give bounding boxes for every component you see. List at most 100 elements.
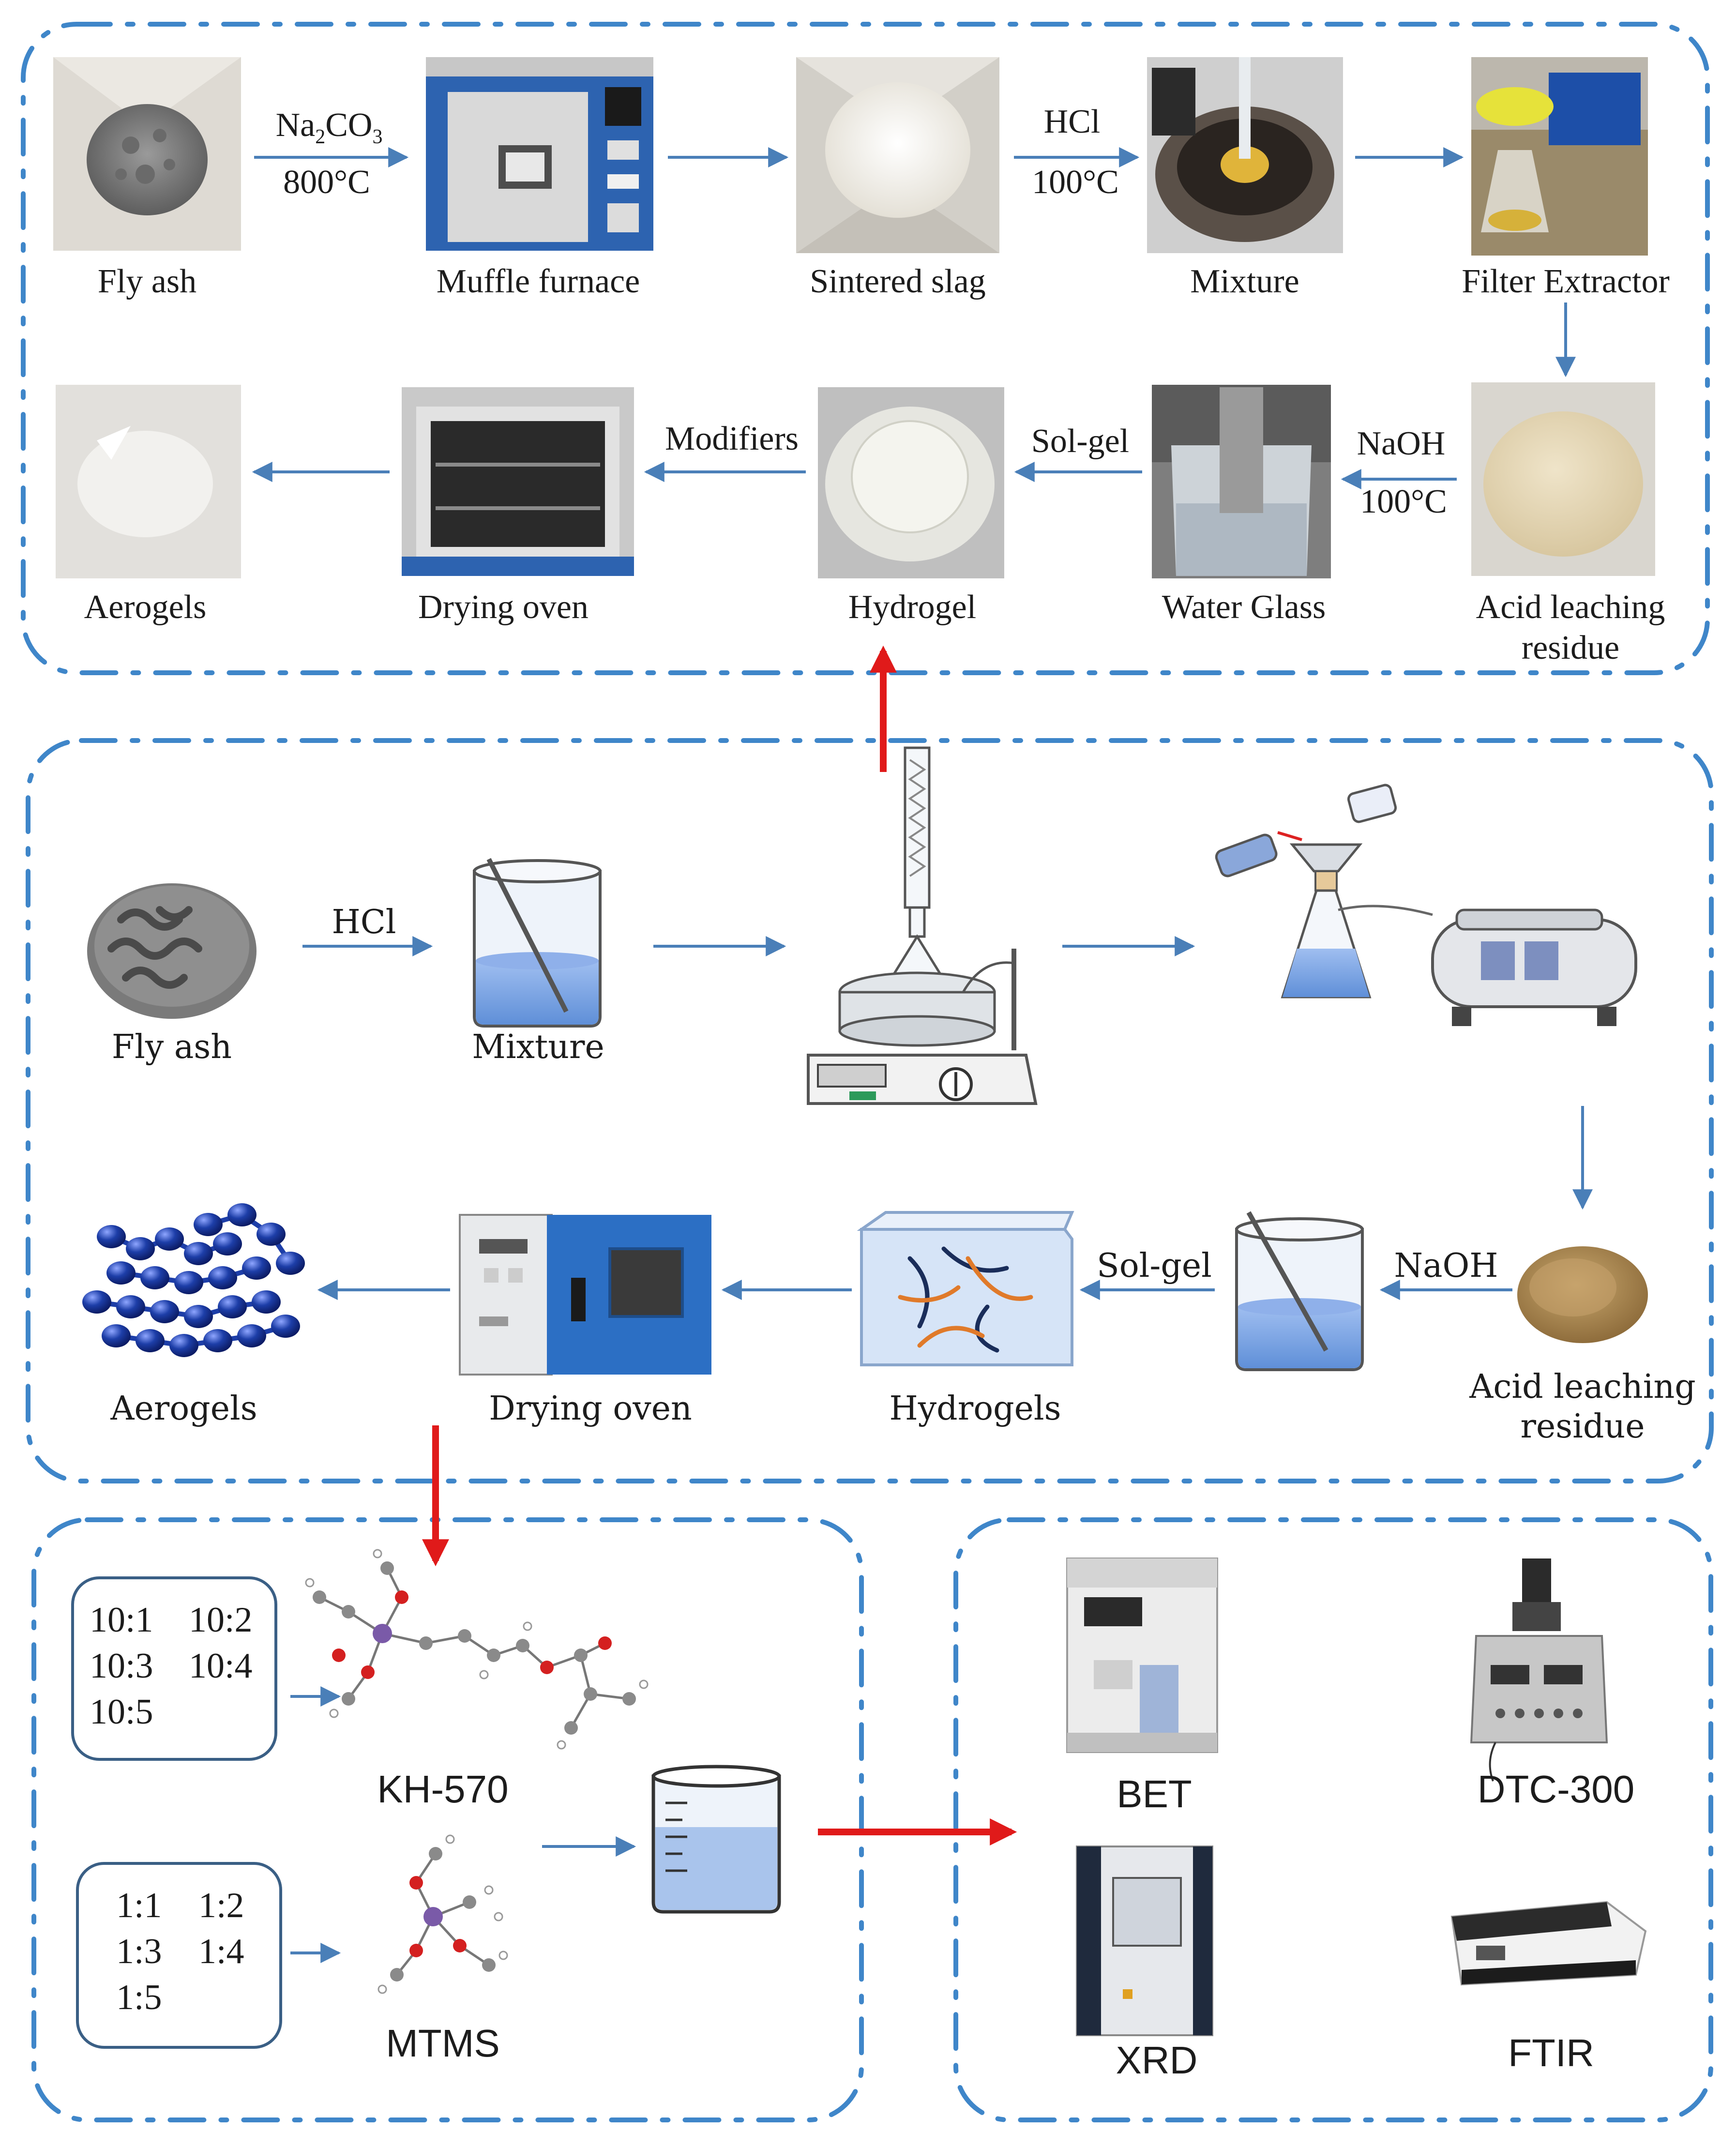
aerogel-bead bbox=[126, 1237, 155, 1260]
ratio-kh570-2: 10:2 bbox=[189, 1600, 253, 1640]
label-drying-oven-1: Drying oven bbox=[418, 589, 589, 626]
label-mtms: MTMS bbox=[386, 2022, 500, 2065]
beaker-naoh-image bbox=[1235, 1211, 1364, 1371]
aerogel-bead bbox=[237, 1324, 266, 1347]
mixture-photo bbox=[1147, 57, 1343, 253]
ratio-kh570-1: 10:1 bbox=[90, 1600, 153, 1640]
vacuum-filtration-image bbox=[1215, 784, 1637, 1026]
aerogel-bead bbox=[136, 1329, 165, 1352]
label-sol-gel-1: Sol-gel bbox=[1031, 423, 1130, 460]
ratio-mtms-2: 1:2 bbox=[198, 1886, 244, 1925]
ratio-kh570-5: 10:5 bbox=[90, 1692, 153, 1732]
aerogel-bead bbox=[208, 1266, 237, 1289]
red-arrows bbox=[422, 645, 1017, 1845]
section-frames bbox=[21, 22, 1714, 2122]
aerogel-bead bbox=[102, 1324, 131, 1347]
label-kh570: KH-570 bbox=[377, 1768, 509, 1811]
drying-oven-image-2 bbox=[459, 1214, 711, 1376]
label-aerogels-2: Aerogels bbox=[110, 1390, 257, 1428]
aerogel-bead bbox=[82, 1290, 111, 1314]
label-hcl-2: HCl bbox=[332, 903, 396, 941]
filter-extractor-photo bbox=[1471, 57, 1648, 256]
muffle-furnace-photo bbox=[426, 57, 653, 251]
aerogel-bead bbox=[184, 1305, 213, 1328]
label-acid-residue-2a: Acid leaching bbox=[1469, 1368, 1696, 1406]
ratio-mtms-1: 1:1 bbox=[116, 1886, 162, 1925]
label-dtc-300: DTC-300 bbox=[1477, 1768, 1635, 1811]
aerogel-bead bbox=[140, 1266, 169, 1289]
frame-characterization bbox=[953, 1517, 1713, 2122]
aerogel-beads-image bbox=[82, 1203, 305, 1357]
xrd-instrument bbox=[1076, 1845, 1213, 2036]
label-fly-ash-1: Fly ash bbox=[97, 263, 197, 300]
label-sintered-slag: Sintered slag bbox=[810, 263, 986, 300]
frame-industrial-process bbox=[21, 22, 1710, 675]
mtms-ratio-box bbox=[76, 1862, 282, 2049]
aerogel-bead bbox=[218, 1295, 247, 1318]
aerogel-bead bbox=[116, 1295, 145, 1318]
label-acid-residue-1b: residue bbox=[1521, 629, 1620, 666]
label-mixture-2: Mixture bbox=[472, 1028, 604, 1066]
aerogel-bead bbox=[213, 1232, 242, 1256]
aerogel-bead bbox=[271, 1315, 300, 1338]
kh570-molecule bbox=[305, 1549, 649, 1750]
label-hydrogel: Hydrogel bbox=[848, 589, 977, 626]
frame-modification bbox=[31, 1517, 864, 2122]
label-acid-residue-1a: Acid leaching bbox=[1476, 589, 1665, 626]
aerogel-bead bbox=[257, 1223, 286, 1246]
label-modifiers: Modifiers bbox=[664, 420, 799, 457]
aerogel-bead bbox=[169, 1334, 198, 1357]
label-acid-residue-2b: residue bbox=[1520, 1407, 1645, 1446]
aerogel-bead bbox=[97, 1225, 126, 1248]
hydrogel-photo bbox=[818, 387, 1004, 578]
aerogel-bead bbox=[106, 1261, 136, 1285]
label-mixture-1: Mixture bbox=[1190, 263, 1299, 300]
label-bet: BET bbox=[1117, 1772, 1192, 1815]
aerogel-bead bbox=[194, 1213, 223, 1236]
label-muffle-furnace: Muffle furnace bbox=[436, 263, 640, 300]
label-ftir: FTIR bbox=[1508, 2031, 1594, 2074]
aerogel-bead bbox=[174, 1271, 203, 1294]
ratio-kh570-3: 10:3 bbox=[90, 1646, 153, 1686]
section2-arrows bbox=[302, 936, 1593, 1300]
aerogel-bead bbox=[276, 1252, 305, 1275]
label-na2co3: Na2CO3 bbox=[275, 106, 383, 148]
kh570-ratio-box bbox=[71, 1576, 277, 1761]
aerogel-bead bbox=[184, 1242, 213, 1265]
label-naoh-2: NaOH bbox=[1394, 1247, 1498, 1285]
label-xrd: XRD bbox=[1116, 2039, 1198, 2082]
label-fly-ash-2: Fly ash bbox=[111, 1028, 232, 1066]
fly-ash-image-2 bbox=[87, 883, 257, 1019]
aerogels-photo-1 bbox=[56, 385, 241, 578]
label-drying-oven-2: Drying oven bbox=[489, 1390, 692, 1428]
label-naoh-1: NaOH bbox=[1357, 425, 1446, 462]
bet-instrument bbox=[1066, 1558, 1218, 1753]
section3-arrows bbox=[290, 1686, 636, 1963]
drying-oven-photo-1 bbox=[402, 387, 634, 576]
water-glass-photo bbox=[1152, 385, 1331, 578]
label-hcl-1: HCl bbox=[1043, 103, 1101, 140]
aerogel-bead bbox=[242, 1256, 271, 1280]
beaker-mixture-image bbox=[473, 858, 602, 1028]
aerogel-bead bbox=[227, 1203, 257, 1226]
ratio-mtms-3: 1:3 bbox=[116, 1932, 162, 1971]
dtc-300-instrument bbox=[1470, 1558, 1608, 1782]
mtms-molecule bbox=[377, 1834, 508, 1994]
ratio-mtms-5: 1:5 bbox=[116, 1978, 162, 2017]
frame-lab-process bbox=[26, 738, 1714, 1483]
graduated-beaker bbox=[651, 1765, 781, 1914]
ratio-kh570-4: 10:4 bbox=[189, 1646, 253, 1686]
aerogel-bead bbox=[252, 1290, 281, 1314]
ratio-mtms-4: 1:4 bbox=[198, 1932, 244, 1971]
label-sol-gel-2: Sol-gel bbox=[1097, 1247, 1212, 1285]
section1-arrows bbox=[252, 147, 1576, 489]
label-100c-2: 100°C bbox=[1360, 483, 1447, 520]
acid-residue-image-2 bbox=[1517, 1246, 1648, 1343]
reflux-apparatus-image bbox=[807, 746, 1038, 1105]
label-hydrogels: Hydrogels bbox=[889, 1390, 1061, 1428]
sintered-slag-photo bbox=[796, 57, 999, 253]
label-aerogels-1: Aerogels bbox=[84, 589, 207, 626]
aerogel-bead bbox=[150, 1300, 179, 1323]
label-water-glass: Water Glass bbox=[1162, 589, 1326, 626]
